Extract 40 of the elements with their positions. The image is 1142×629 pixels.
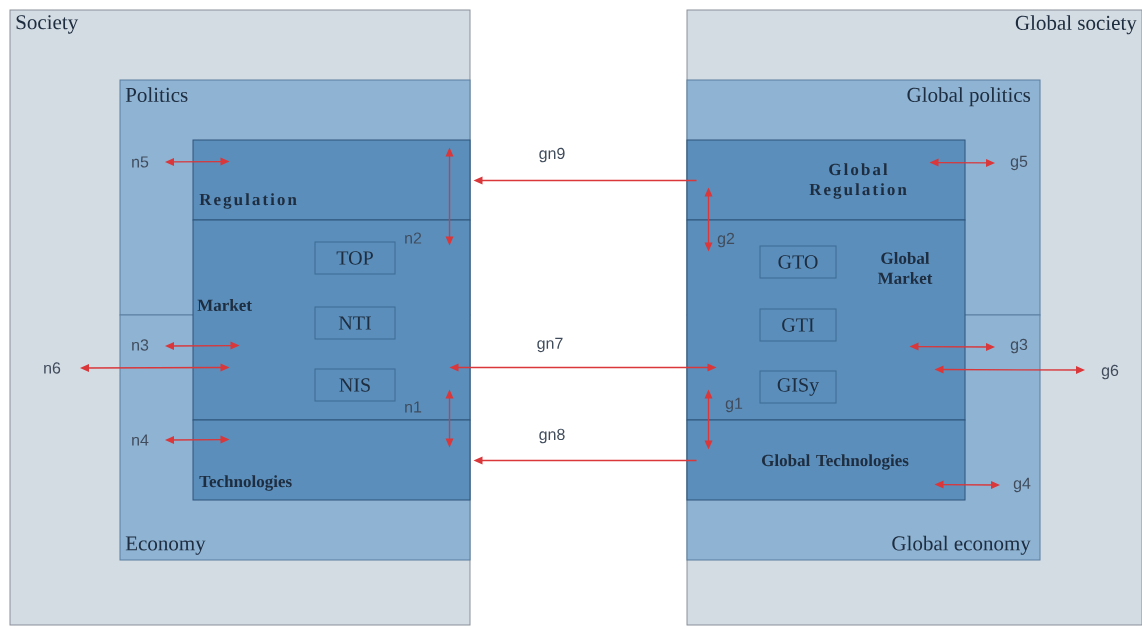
indicator-box: GTO <box>759 245 837 279</box>
edge-label: g4 <box>1013 477 1031 493</box>
arrow <box>704 389 713 450</box>
edge-label: g6 <box>1101 364 1119 380</box>
edge-label: gn7 <box>537 337 563 353</box>
arrow <box>165 341 240 350</box>
edge-label: n4 <box>132 434 149 446</box>
arrow <box>445 389 454 448</box>
edge-label: n1 <box>405 401 422 413</box>
arrow <box>165 435 230 444</box>
edge-label: n2 <box>405 232 422 244</box>
sector-box: Regulation <box>192 139 471 221</box>
edge-label: g1 <box>725 397 743 413</box>
sector-box: Global Technologies <box>686 419 966 501</box>
edge-label: g3 <box>1010 338 1028 354</box>
arrow <box>449 363 717 372</box>
arrow <box>929 158 995 167</box>
indicator-box: GISy <box>759 370 837 404</box>
arrow <box>473 456 698 465</box>
arrow <box>445 147 454 246</box>
arrow <box>909 342 995 351</box>
sector-box: Technologies <box>192 419 471 501</box>
edge-label: n5 <box>132 156 149 168</box>
arrow <box>934 365 1085 374</box>
edge-label: n3 <box>132 339 149 351</box>
sector-box: Global Regulation <box>686 139 966 221</box>
edge-label: gn8 <box>539 428 565 444</box>
arrow <box>165 157 230 166</box>
arrow <box>934 480 1000 489</box>
edge-label: g5 <box>1010 155 1028 171</box>
indicator-box: NIS <box>314 368 396 402</box>
edge-label: gn9 <box>539 147 565 163</box>
arrow <box>704 187 713 252</box>
indicator-box: TOP <box>314 241 396 275</box>
edge-label: n6 <box>44 362 61 374</box>
edge-label: g2 <box>717 232 735 248</box>
arrow <box>80 363 230 372</box>
indicator-box: NTI <box>314 306 396 340</box>
indicator-box: GTI <box>759 308 837 342</box>
arrow <box>473 176 698 185</box>
